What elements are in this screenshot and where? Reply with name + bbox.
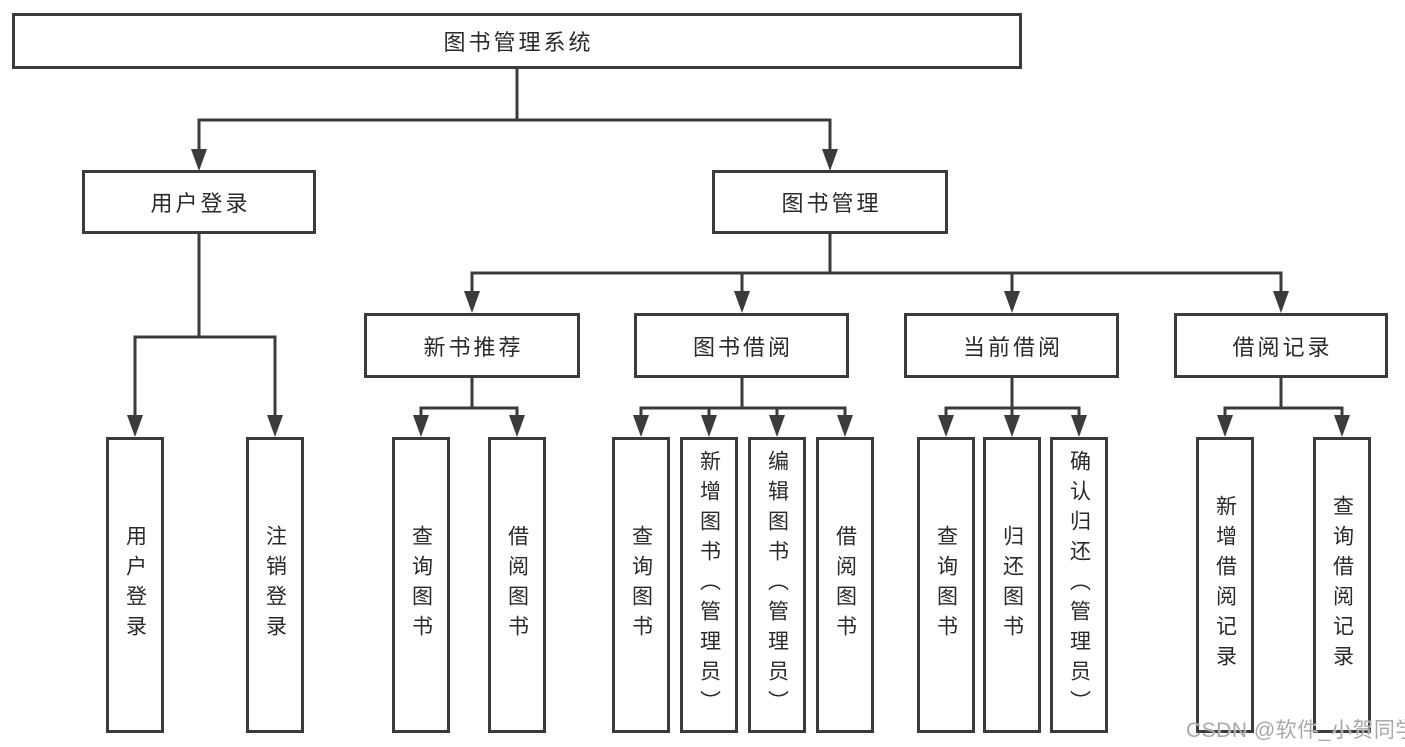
csdn-watermark: CSDN @软件_小贺同学 — [1186, 719, 1405, 742]
node-cb-query-books: 查询图书 — [917, 437, 975, 733]
node-label: 查询借阅记录 — [1330, 495, 1354, 675]
node-library-management-system: 图书管理系统 — [12, 13, 1022, 69]
node-br-add-record: 新增借阅记录 — [1196, 437, 1254, 733]
node-br-query-record: 查询借阅记录 — [1313, 437, 1371, 733]
node-label: 归还图书 — [1000, 525, 1024, 645]
node-label: 新增借阅记录 — [1213, 495, 1237, 675]
node-user-login-leaf: 用户登录 — [106, 437, 164, 733]
node-bb-query-books: 查询图书 — [612, 437, 670, 733]
node-nb-query-books: 查询图书 — [392, 437, 450, 733]
node-label: 编辑图书（管理员） — [765, 450, 789, 720]
node-label: 新增图书（管理员） — [697, 450, 721, 720]
node-nb-borrow-books: 借阅图书 — [488, 437, 546, 733]
node-label: 当前借阅 — [962, 334, 1063, 360]
node-label: 确认归还（管理员） — [1067, 450, 1091, 720]
node-label: 借阅图书 — [833, 525, 857, 645]
node-label: 注销登录 — [263, 525, 287, 645]
node-book-management: 图书管理 — [712, 170, 948, 234]
node-cb-return-books: 归还图书 — [983, 437, 1041, 733]
node-label: 新书推荐 — [423, 334, 524, 360]
node-label: 查询图书 — [934, 525, 958, 645]
node-label: 借阅图书 — [505, 525, 529, 645]
node-user-login: 用户登录 — [82, 170, 316, 234]
node-bb-edit-books-admin: 编辑图书（管理员） — [748, 437, 806, 733]
node-label: 查询图书 — [629, 525, 653, 645]
node-bb-add-books-admin: 新增图书（管理员） — [680, 437, 738, 733]
node-label: 借阅记录 — [1232, 334, 1333, 360]
node-book-borrowing: 图书借阅 — [634, 313, 849, 378]
node-label: 图书管理系统 — [443, 30, 594, 55]
node-logout: 注销登录 — [246, 437, 304, 733]
arrowhead-icons — [127, 149, 1350, 437]
node-borrowing-records: 借阅记录 — [1174, 313, 1388, 378]
node-bb-borrow-books: 借阅图书 — [816, 437, 874, 733]
node-new-book-recommendation: 新书推荐 — [364, 313, 580, 378]
node-label: 查询图书 — [409, 525, 433, 645]
node-label: 图书管理 — [781, 191, 882, 216]
node-label: 用户登录 — [150, 191, 251, 216]
node-current-borrowing: 当前借阅 — [904, 313, 1119, 378]
node-label: 图书借阅 — [692, 334, 793, 360]
node-cb-confirm-return-admin: 确认归还（管理员） — [1050, 437, 1108, 733]
node-label: 用户登录 — [123, 525, 147, 645]
